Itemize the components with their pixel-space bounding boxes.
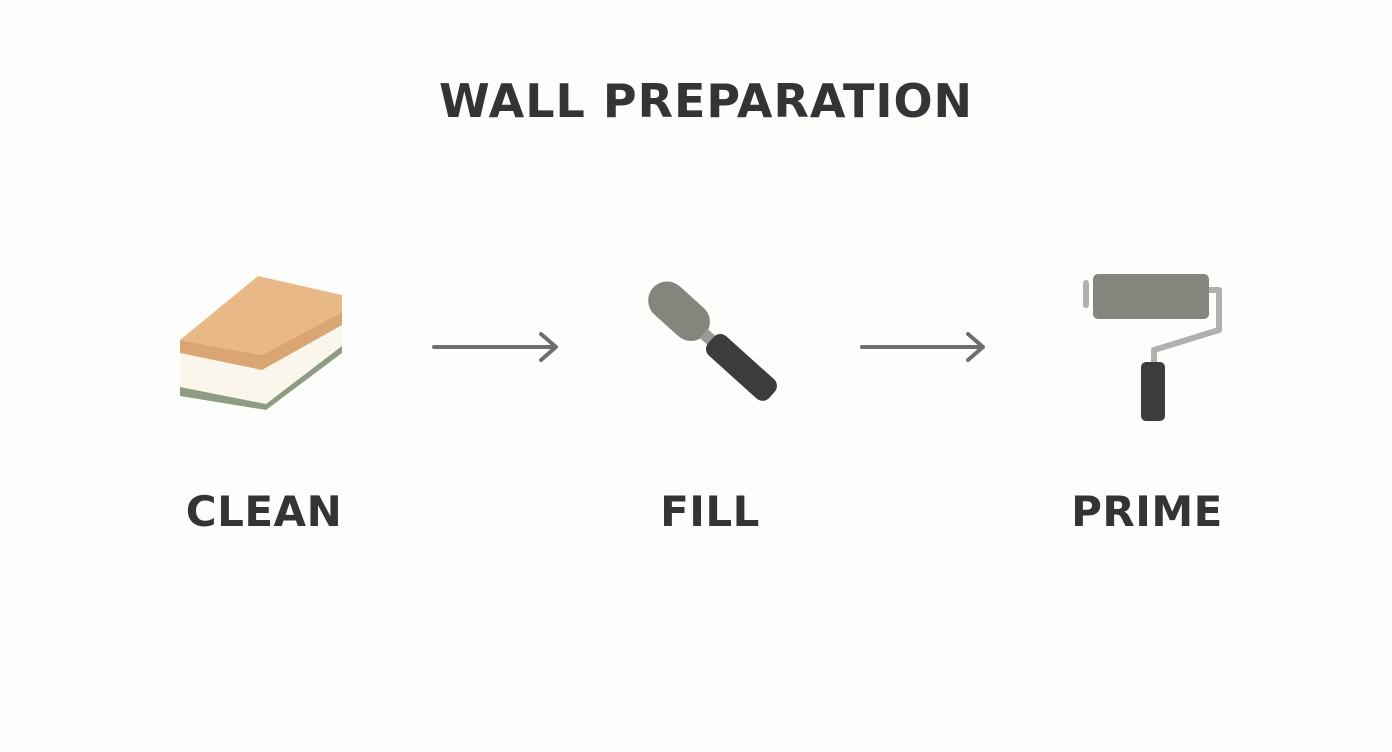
arrow-fill-to-prime [860,332,985,362]
step-label-fill: FILL [660,487,760,536]
diagram-title: WALL PREPARATION [438,74,974,128]
roller-frame [1151,287,1222,369]
sponge-icon [180,276,342,410]
paint-roller-icon [1083,274,1222,421]
sponge-top [180,276,342,355]
roller-cylinder [1093,274,1209,319]
roller-grip [1141,362,1165,421]
sponge-top-side [180,312,342,370]
putty-knife-icon [648,281,777,401]
arrow-clean-to-fill [432,332,558,362]
step-label-prime: PRIME [1071,487,1223,536]
putty-knife-handle [706,334,777,401]
step-label-clean: CLEAN [185,487,343,536]
putty-knife-blade [648,281,710,341]
roller-end-cap [1083,280,1089,308]
